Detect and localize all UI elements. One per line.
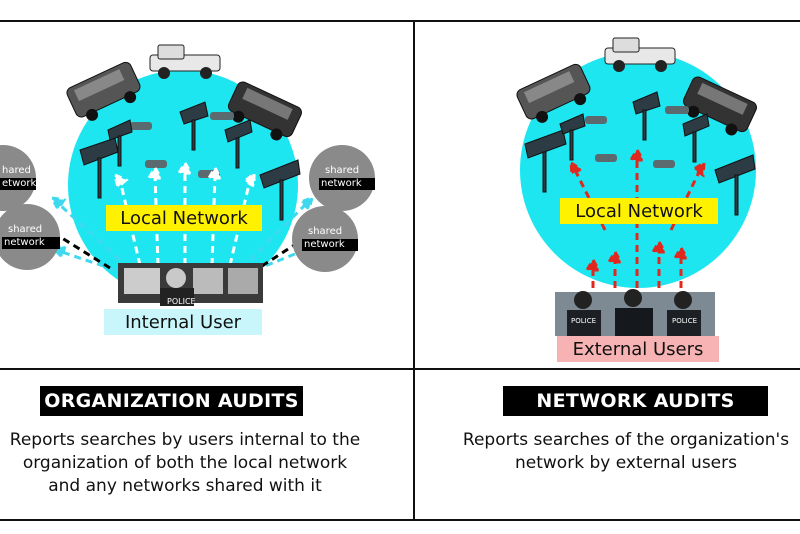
officers-icon: POLICE POLICE bbox=[555, 289, 715, 336]
middle-divider bbox=[0, 368, 800, 370]
svg-text:POLICE: POLICE bbox=[672, 317, 697, 325]
svg-text:POLICE: POLICE bbox=[571, 317, 596, 325]
shared-label-line2: network bbox=[302, 239, 358, 251]
bottom-border bbox=[0, 519, 800, 521]
suv-icon bbox=[227, 81, 302, 141]
shared-network-left-bottom: shared network bbox=[0, 204, 60, 270]
shared-network-right-top: shared network bbox=[309, 145, 375, 211]
right-illustration: POLICE POLICE bbox=[516, 37, 757, 336]
pickup-truck-icon bbox=[604, 37, 676, 72]
external-users-label: External Users bbox=[557, 336, 719, 362]
shared-label-line1: shared bbox=[8, 224, 43, 235]
shared-label-line1: shared bbox=[308, 226, 343, 237]
sedan-icon bbox=[130, 112, 234, 178]
suv-icon bbox=[66, 61, 141, 121]
top-border bbox=[0, 20, 800, 22]
desc-line: organization of both the local network bbox=[22, 453, 348, 473]
organization-audits-description: Reports searches by users internal to th… bbox=[0, 429, 370, 498]
pickup-truck-icon bbox=[149, 44, 221, 79]
suv-icon bbox=[516, 63, 591, 123]
right-local-network-label: Local Network bbox=[560, 198, 718, 224]
solar-camera-icon bbox=[524, 91, 756, 216]
desc-line: and any networks shared with it bbox=[48, 476, 322, 496]
network-audits-description: Reports searches of the organization's n… bbox=[452, 429, 800, 475]
desc-line: Reports searches by users internal to th… bbox=[9, 430, 361, 450]
internal-user-label: Internal User bbox=[104, 309, 262, 335]
sedan-icon bbox=[585, 106, 689, 168]
shared-network-right-bottom: shared network bbox=[292, 206, 358, 272]
external-arrows bbox=[569, 147, 706, 300]
center-divider bbox=[413, 20, 415, 521]
shared-label-line1: hared bbox=[2, 165, 31, 176]
svg-text:POLICE: POLICE bbox=[167, 297, 196, 306]
network-audits-banner: NETWORK AUDITS bbox=[503, 386, 768, 416]
solar-camera-icon bbox=[79, 101, 301, 221]
police-monitor-icon: POLICE bbox=[118, 263, 263, 306]
shared-label-line2: network bbox=[319, 178, 375, 190]
shared-label-line2: network bbox=[2, 237, 60, 249]
suv-icon bbox=[682, 76, 757, 136]
desc-line: network by external users bbox=[515, 453, 737, 473]
organization-audits-banner: ORGANIZATION AUDITS bbox=[40, 386, 303, 416]
shared-label-line2: etwork bbox=[0, 178, 37, 190]
desc-line: Reports searches of the organization's bbox=[462, 430, 790, 450]
internal-arrows bbox=[112, 160, 256, 266]
left-local-network-label: Local Network bbox=[106, 205, 262, 231]
shared-label-line1: shared bbox=[325, 165, 360, 176]
